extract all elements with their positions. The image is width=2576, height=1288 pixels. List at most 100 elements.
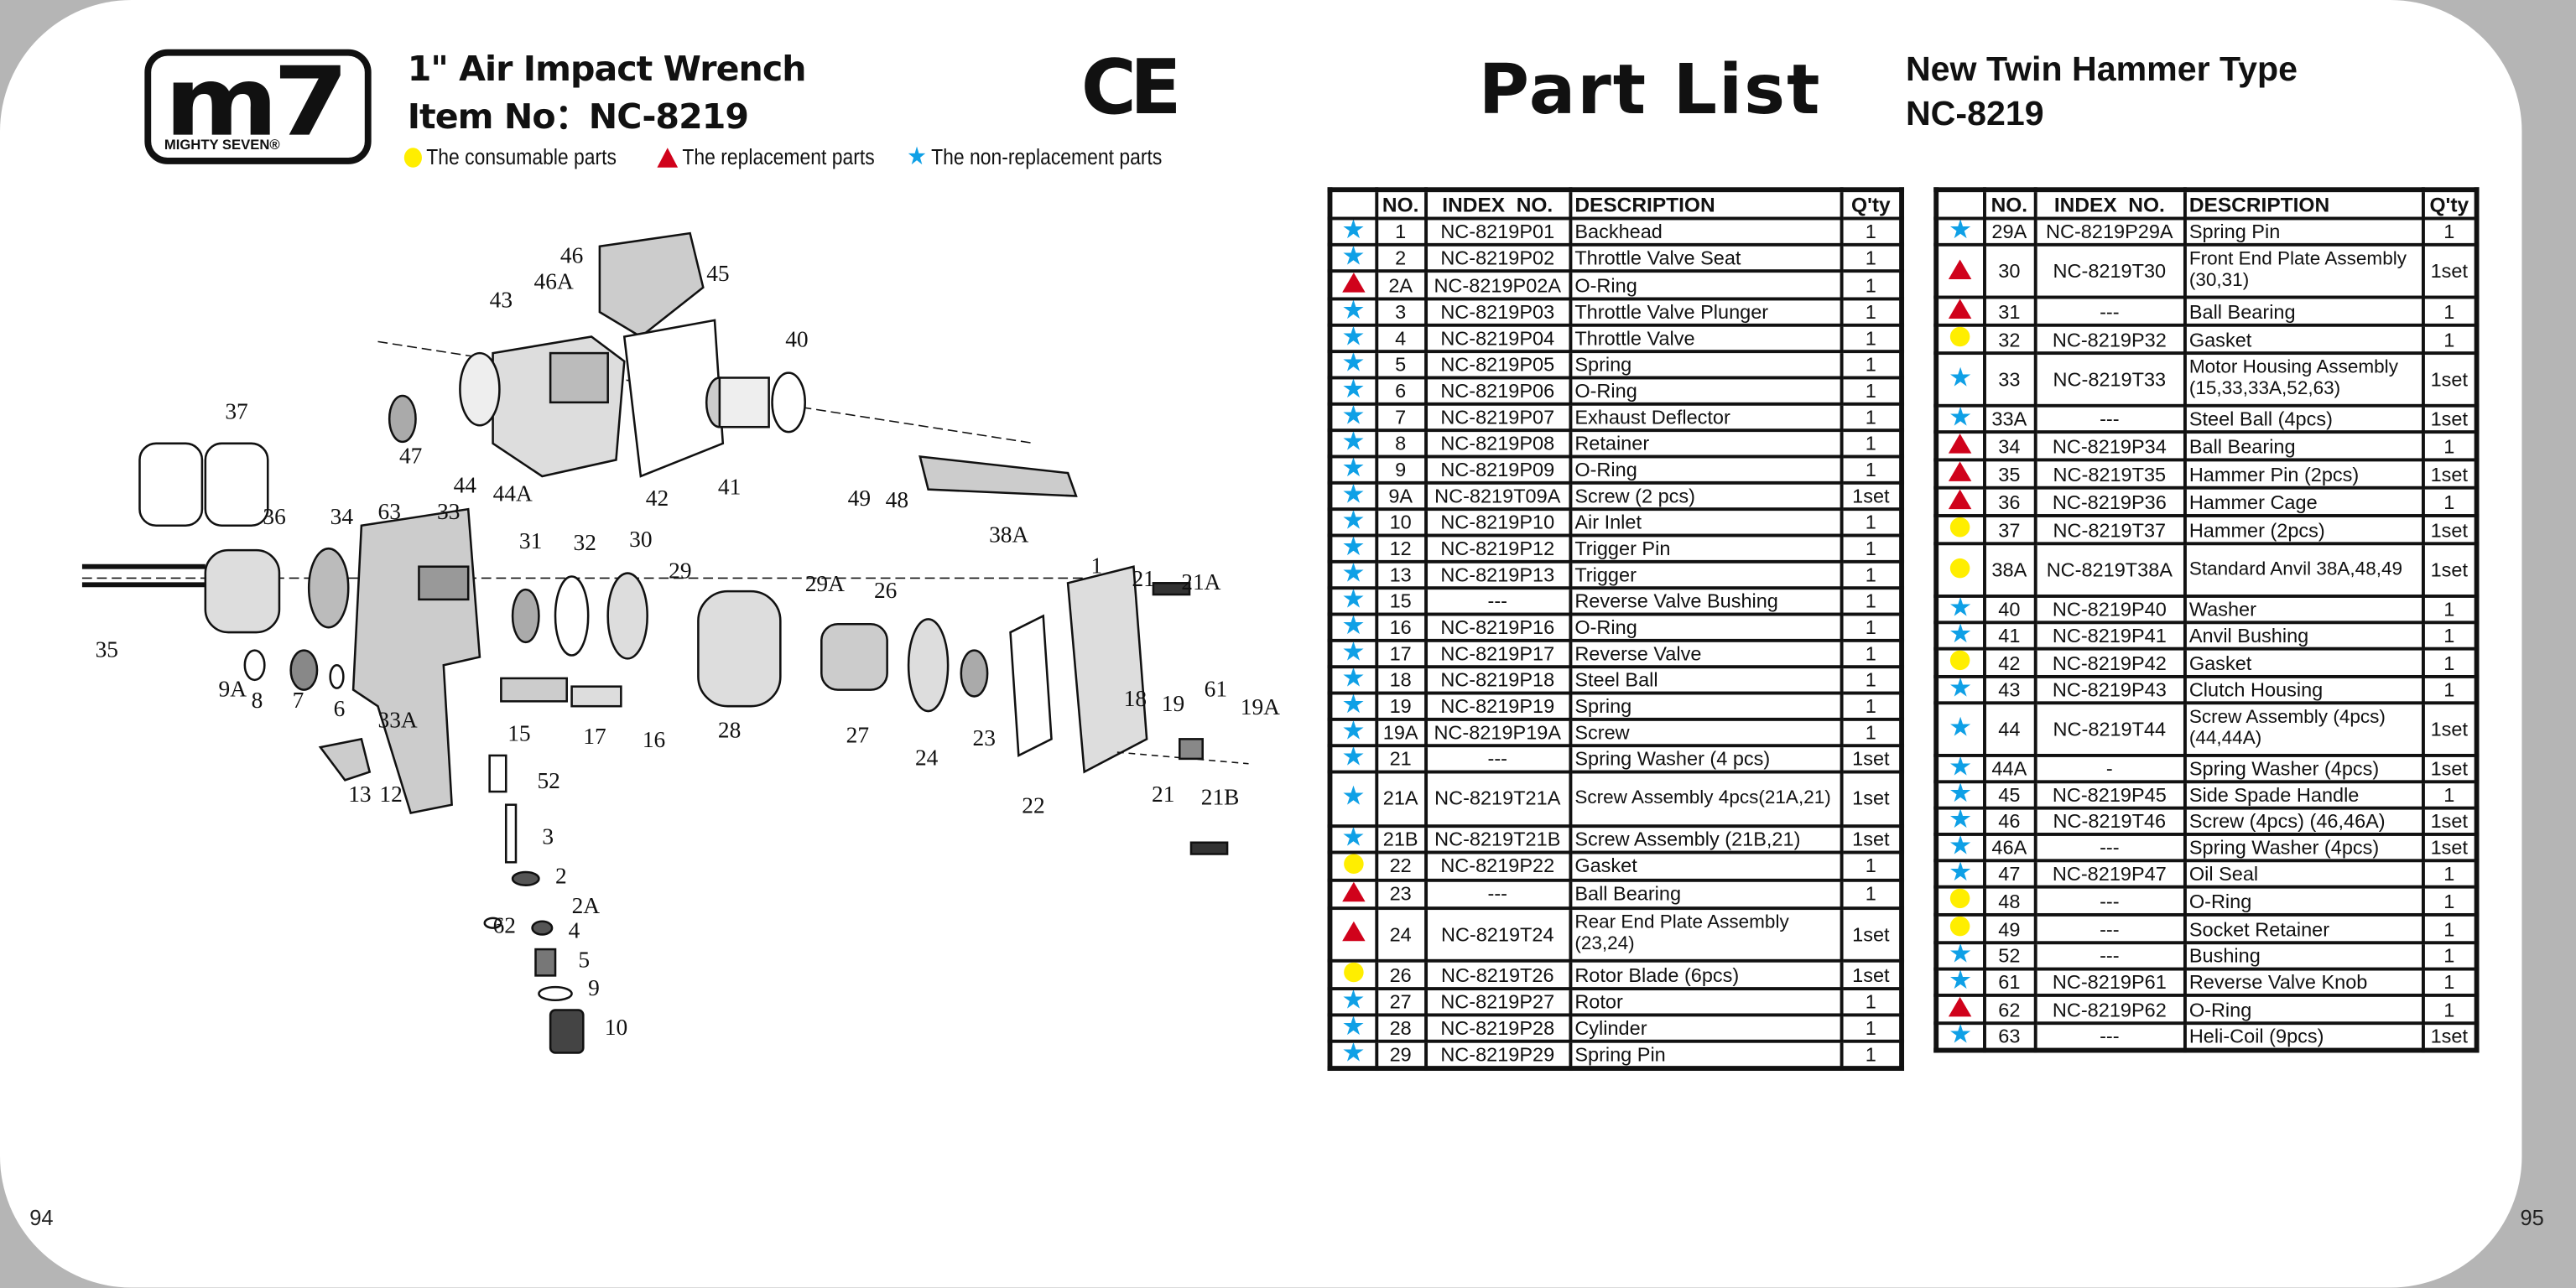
part-no: 40 — [1982, 595, 2037, 625]
part-mark: ★ — [1934, 806, 1985, 836]
part-mark — [1934, 295, 1985, 327]
part-index: NC-8219P10 — [1423, 507, 1572, 538]
col-index: INDEX NO. — [2032, 188, 2186, 221]
part-description: Rear End Plate Assembly (23,24) — [1568, 906, 1843, 963]
part-callout-label: 12 — [379, 783, 403, 808]
part-description: O-Ring — [2183, 993, 2424, 1026]
col-mark — [1934, 188, 1985, 221]
part-qty: 1 — [2420, 941, 2479, 971]
part-no: 27 — [1374, 987, 1428, 1017]
blue-star-icon: ★ — [1341, 989, 1366, 1015]
part-mark — [1934, 912, 1985, 945]
part-callout-label: 31 — [518, 530, 543, 556]
part-index: NC-8219P18 — [1423, 665, 1572, 695]
blue-star-icon: ★ — [1341, 456, 1366, 483]
part-mark: ★ — [1328, 454, 1378, 485]
part-qty: 1 — [1839, 717, 1904, 748]
part-no: 32 — [1982, 323, 2037, 356]
part-qty: 1 — [2420, 993, 2479, 1026]
part-mark: ★ — [1328, 586, 1378, 616]
part-callout-label: 10 — [604, 1016, 628, 1041]
part-qty: 1set — [1839, 770, 1904, 828]
part-index: NC-8219P19 — [1423, 691, 1572, 721]
part-index: NC-8219P12 — [1423, 533, 1572, 564]
blue-star-icon: ★ — [1341, 745, 1366, 772]
part-mark: ★ — [1934, 403, 1985, 434]
part-qty: 1 — [1839, 323, 1904, 354]
part-callout-label: 61 — [1204, 678, 1228, 704]
yellow-circle-icon — [1950, 518, 1970, 538]
yellow-circle-icon — [1343, 964, 1364, 983]
part-mark — [1934, 323, 1985, 356]
part-description: Reverse Valve Bushing — [1568, 586, 1843, 616]
part-qty: 1 — [1839, 638, 1904, 669]
table-row: ★21---Spring Washer (4 pcs)1set — [1328, 744, 1904, 774]
part-callout-label: 63 — [377, 501, 401, 526]
part-description: Bushing — [2183, 941, 2424, 971]
blue-star-icon: ★ — [1341, 825, 1366, 852]
legend-label: The non-replacement parts — [931, 144, 1163, 169]
part-no: 43 — [1982, 674, 2037, 705]
part-callout-label: 2A — [571, 895, 601, 920]
part-callout-label: 46 — [559, 244, 584, 270]
yellow-circle-icon — [1950, 328, 1970, 347]
part-qty: 1 — [2420, 674, 2479, 705]
part-description: Exhaust Deflector — [1568, 402, 1843, 433]
part-mark: ★ — [1934, 701, 1985, 757]
part-qty: 1set — [1839, 823, 1904, 854]
part-qty: 1set — [2420, 833, 2479, 863]
part-mark: ★ — [1934, 621, 1985, 651]
part-no: 2 — [1374, 242, 1428, 273]
part-list-heading: Part List — [1478, 49, 1822, 130]
part-mark: ★ — [1328, 1013, 1378, 1044]
blue-star-icon: ★ — [1341, 244, 1366, 272]
part-mark — [1934, 458, 1985, 490]
part-callout-label: 13 — [348, 783, 372, 808]
part-description: Ball Bearing — [1568, 878, 1843, 910]
part-index: --- — [2032, 403, 2186, 434]
part-qty: 1 — [1839, 691, 1904, 721]
part-index: NC-8219T21B — [1423, 823, 1572, 854]
part-index: NC-8219P43 — [2032, 674, 2186, 705]
part-mark: ★ — [1328, 770, 1378, 828]
part-description: Clutch Housing — [2183, 674, 2424, 705]
blue-star-icon: ★ — [1341, 719, 1366, 746]
part-callout-label: 44A — [492, 482, 533, 508]
part-description: Retainer — [1568, 428, 1843, 459]
part-qty: 1 — [1839, 559, 1904, 590]
part-description: Reverse Valve — [1568, 638, 1843, 669]
part-no: 29A — [1982, 216, 2037, 247]
part-qty: 1 — [2420, 216, 2479, 247]
part-qty: 1 — [1839, 533, 1904, 564]
part-description: Rotor — [1568, 987, 1843, 1017]
part-no: 6 — [1374, 376, 1428, 406]
part-index: --- — [2032, 912, 2186, 945]
part-description: Screw Assembly (4pcs) (44,44A) — [2183, 701, 2424, 757]
part-qty: 1 — [2420, 885, 2479, 917]
part-qty: 1 — [1839, 1040, 1904, 1071]
part-description: Ball Bearing — [2183, 430, 2424, 462]
part-callout-label: 21 — [1132, 568, 1155, 594]
part-callout-label: 29A — [804, 573, 845, 598]
part-callout-label: 21B — [1200, 787, 1240, 812]
part-mark: ★ — [1934, 1021, 1985, 1052]
part-index: NC-8219P13 — [1423, 559, 1572, 590]
part-mark: ★ — [1934, 941, 1985, 971]
part-callout-label: 28 — [717, 719, 742, 745]
part-index: NC-8219P47 — [2032, 859, 2186, 889]
part-callout-label: 6 — [333, 698, 346, 723]
part-description: Washer — [2183, 595, 2424, 625]
